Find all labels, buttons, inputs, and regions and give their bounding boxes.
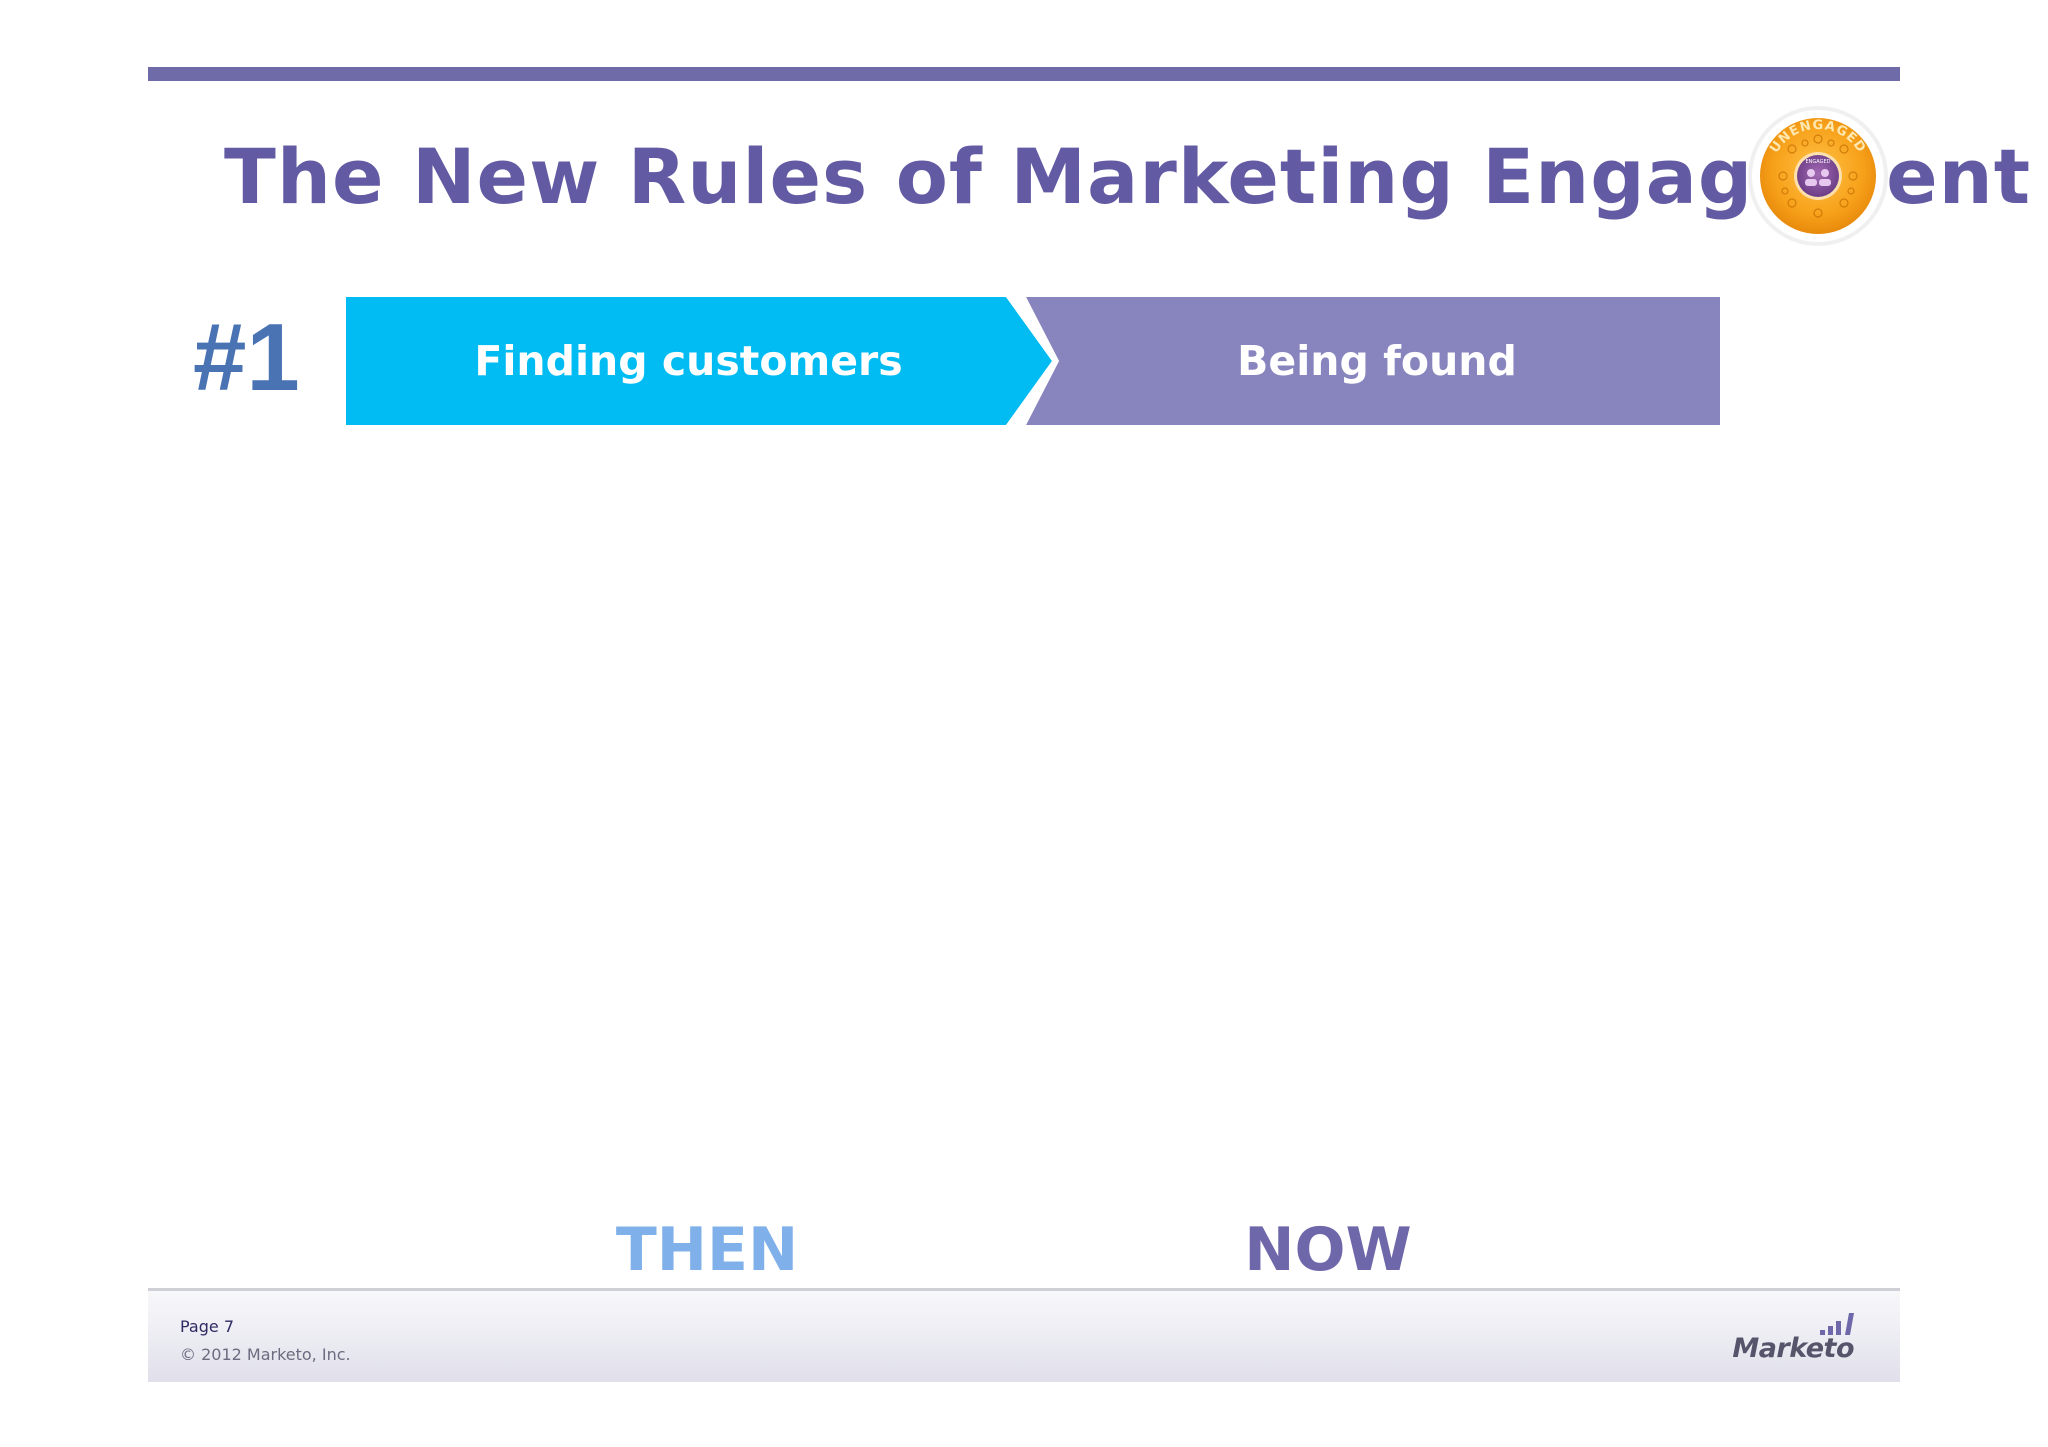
rule-number: #1 bbox=[193, 304, 300, 411]
slide-title: The New Rules of Marketing Engagement bbox=[224, 132, 2032, 221]
logo-bars-icon bbox=[1820, 1313, 1854, 1335]
now-arrow-label: Being found bbox=[1237, 337, 1517, 385]
arrow-divider bbox=[1006, 297, 1059, 425]
unengaged-engaged-badge-icon: UNENGAGED ENGAGED bbox=[1747, 105, 1889, 247]
marketo-logo: Marketo bbox=[1732, 1311, 1864, 1371]
top-rule bbox=[148, 67, 1900, 81]
then-label: THEN bbox=[615, 1215, 799, 1285]
then-arrow-label: Finding customers bbox=[474, 337, 903, 385]
copyright-text: © 2012 Marketo, Inc. bbox=[180, 1345, 351, 1364]
now-label: NOW bbox=[1244, 1215, 1412, 1285]
now-arrow-shape bbox=[1026, 297, 1720, 425]
then-arrow-shape bbox=[346, 297, 1052, 425]
svg-text:ENGAGED: ENGAGED bbox=[1806, 159, 1831, 165]
then-now-banner: Finding customers Being found bbox=[346, 297, 1721, 425]
slide-footer: Page 7 © 2012 Marketo, Inc. Marketo bbox=[148, 1288, 1900, 1382]
logo-wordmark: Marketo bbox=[1732, 1333, 1854, 1364]
page-number: Page 7 bbox=[180, 1317, 234, 1336]
